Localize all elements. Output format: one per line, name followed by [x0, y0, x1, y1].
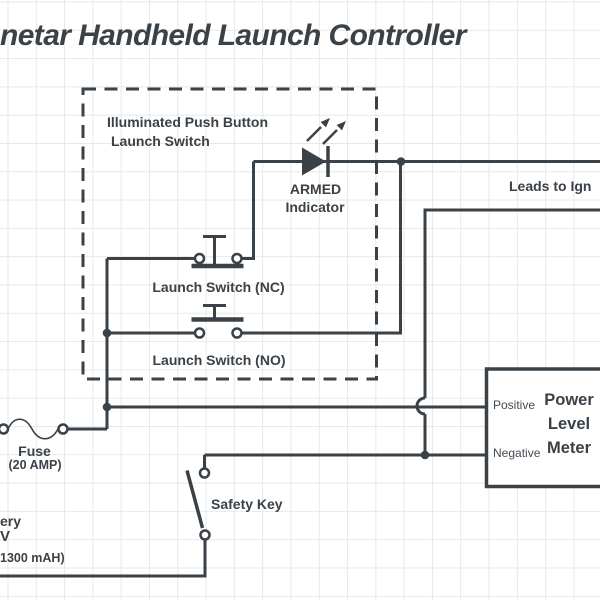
junction-dot — [396, 157, 406, 166]
meter-negative-label: Negative — [493, 446, 541, 460]
safety-key-terminal — [199, 529, 211, 541]
push-button-nc-symbol — [191, 235, 244, 269]
page-title: netar Handheld Launch Controller — [0, 19, 466, 52]
power-meter-box — [484, 367, 600, 489]
module-label-line2: Launch Switch — [111, 133, 210, 149]
push-button-no-symbol — [191, 304, 244, 339]
module-label-line1: Illuminated Push Button — [107, 114, 268, 130]
armed-indicator-label-line1: ARMED — [289, 181, 342, 197]
led-light-arrow-icon — [322, 129, 338, 145]
meter-title-line1: Power — [544, 391, 594, 409]
nc-terminal — [231, 252, 243, 265]
meter-positive-label: Positive — [493, 398, 536, 412]
wire-no-loop — [241, 161, 402, 335]
safety-key-label: Safety Key — [211, 496, 283, 512]
fuse-terminal — [0, 423, 10, 435]
fuse-label: Fuse — [18, 443, 51, 459]
led-light-arrowhead-icon — [336, 121, 346, 131]
battery-capacity-fragment: 1300 mAH) — [0, 551, 65, 565]
meter-title-line2: Level — [547, 415, 591, 433]
wire-battery-negative — [0, 539, 207, 578]
no-terminal — [193, 327, 206, 339]
launch-switch-no-label: Launch Switch (NO) — [152, 352, 286, 368]
launch-switch-nc-label: Launch Switch (NC) — [152, 279, 285, 295]
battery-voltage-fragment: V — [0, 528, 11, 545]
fuse-symbol — [0, 418, 69, 440]
no-terminal — [231, 327, 243, 339]
wire-nc-to-led — [241, 161, 255, 260]
battery-label-fragment: ery — [0, 513, 22, 529]
safety-key-lever — [185, 470, 205, 529]
led-light-arrowhead-icon — [320, 118, 330, 128]
armed-indicator-label-line2: Indicator — [285, 199, 345, 215]
junction-dot — [102, 402, 112, 412]
safety-key-terminal — [198, 467, 211, 479]
led-symbol — [302, 118, 346, 177]
fuse-terminal — [57, 423, 69, 435]
led-triangle-icon — [302, 147, 326, 176]
leads-to-igniter-label: Leads to Ign — [509, 178, 592, 194]
fuse-rating-label: (20 AMP) — [8, 458, 62, 472]
meter-title-line3: Meter — [546, 439, 592, 457]
fuse-element — [7, 418, 59, 440]
led-light-arrow-icon — [306, 126, 322, 142]
junction-dot — [102, 328, 112, 338]
nc-terminal — [193, 252, 206, 265]
wire-lead-2-with-hop — [415, 208, 600, 455]
junction-dot — [420, 450, 430, 460]
safety-key-symbol — [185, 467, 211, 541]
dashed-module-box — [81, 87, 378, 381]
